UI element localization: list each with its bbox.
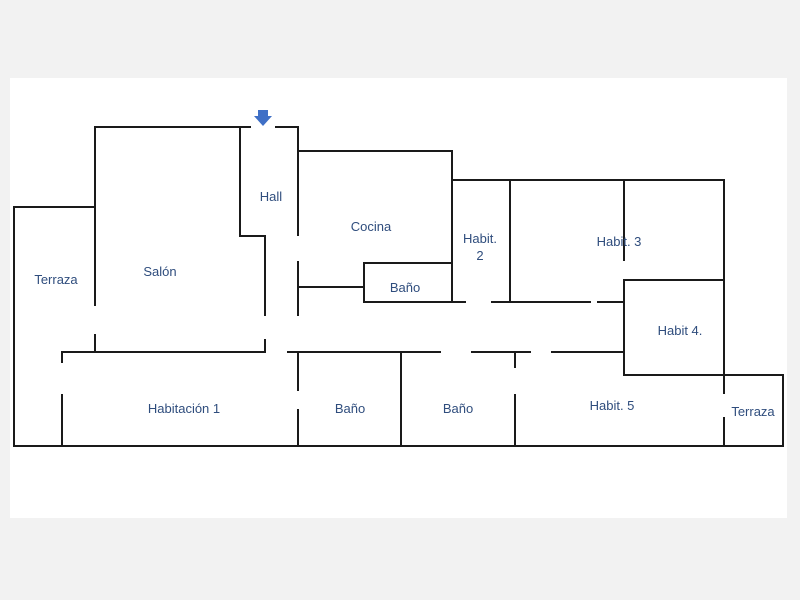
floorplan-sheet: Terraza Salón Hall Cocina Habit. 2 Habit… — [10, 78, 787, 518]
room-label-terraza-right: Terraza — [731, 404, 775, 419]
room-label-salon: Salón — [143, 264, 176, 279]
wall — [623, 279, 725, 376]
wall — [13, 126, 784, 447]
room-label-hall: Hall — [260, 189, 283, 204]
room-label-habit2-line1: Habit. — [463, 231, 497, 246]
room-label-bano-mid: Baño — [335, 401, 365, 416]
room-label-bano-kitchen: Baño — [390, 280, 420, 295]
walls — [13, 126, 784, 447]
floorplan-diagram: Terraza Salón Hall Cocina Habit. 2 Habit… — [13, 110, 784, 447]
room-label-bano-right: Baño — [443, 401, 473, 416]
room-label-terraza-left: Terraza — [34, 272, 78, 287]
entrance-arrow-icon — [254, 110, 272, 126]
room-label-habitacion1: Habitación 1 — [148, 401, 220, 416]
room-label-habit2-line2: 2 — [476, 248, 483, 263]
room-label-habit5: Habit. 5 — [590, 398, 635, 413]
room-label-habit3: Habit. 3 — [597, 234, 642, 249]
wall — [363, 262, 466, 303]
room-labels: Terraza Salón Hall Cocina Habit. 2 Habit… — [34, 189, 775, 419]
room-label-cocina: Cocina — [351, 219, 392, 234]
room-label-habit4: Habit 4. — [658, 323, 703, 338]
wall — [13, 126, 251, 208]
wall — [239, 126, 266, 316]
